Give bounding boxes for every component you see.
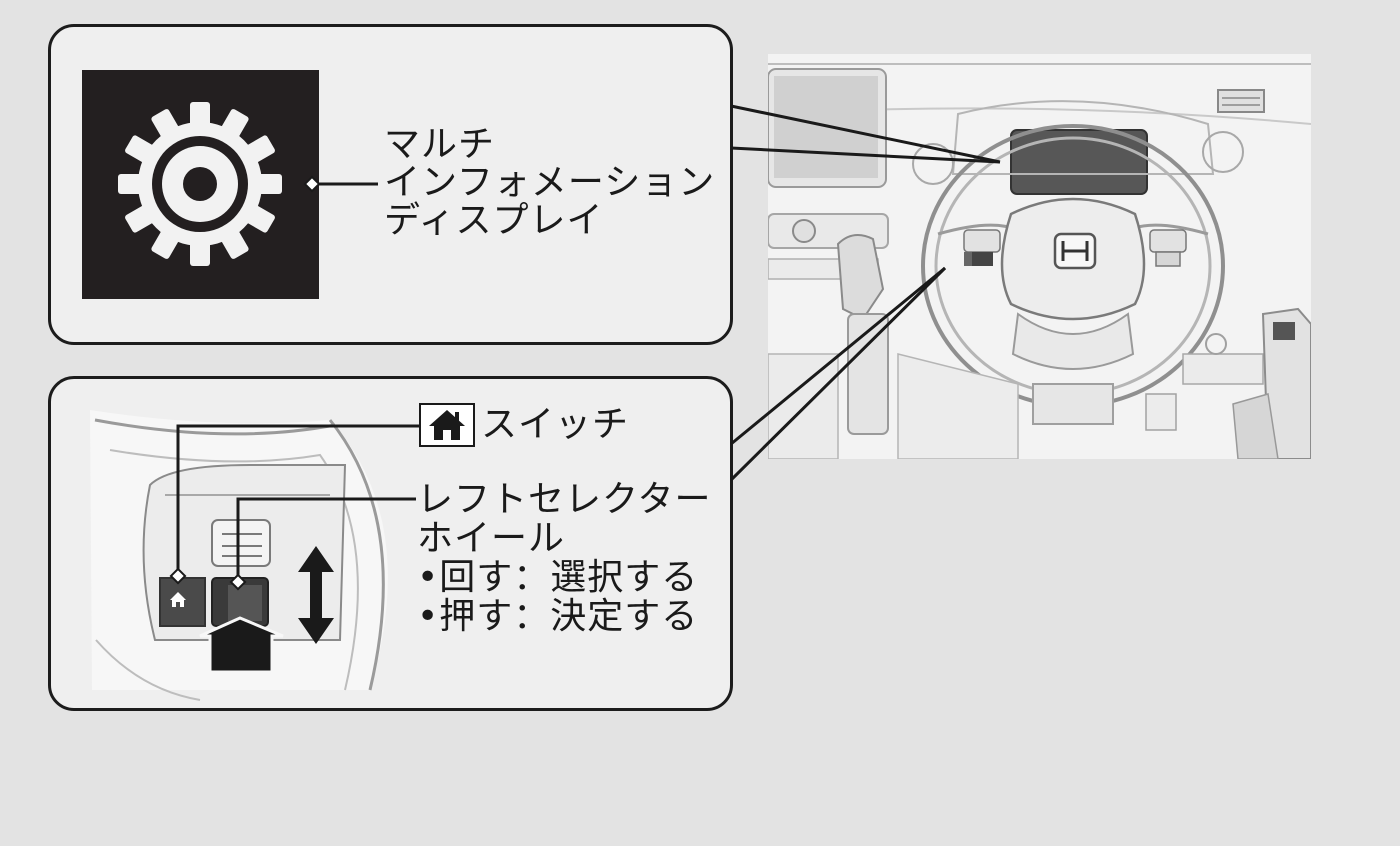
display-label-line-2: インフォメーション <box>384 162 716 203</box>
rotate-double-arrow-icon <box>298 546 334 644</box>
settings-icon-box <box>82 70 319 299</box>
dashboard-drawing <box>767 54 1312 460</box>
gear-icon <box>118 102 282 266</box>
display-label-line-3: ディスプレイ <box>384 200 604 241</box>
wheel-label-line-2: ホイール <box>417 518 566 559</box>
wheel-label-line-4: •押す：決定する <box>417 596 699 637</box>
home-small-icon <box>170 592 186 607</box>
display-label-line-1: マルチ <box>384 124 496 165</box>
home-switch-label: スイッチ <box>481 404 630 445</box>
wheel-label-line-3: •回す：選択する <box>417 557 699 598</box>
dashboard-illustration <box>767 54 1312 460</box>
home-switch-label-row: スイッチ <box>419 403 629 447</box>
multi-information-display-label: マルチ インフォメーション ディスプレイ <box>384 126 715 240</box>
wheel-label-line-1: レフトセレクター <box>417 479 712 520</box>
push-arrow-icon <box>199 616 284 674</box>
left-selector-wheel-label: レフトセレクター ホイール •回す：選択する •押す：決定する <box>417 480 712 636</box>
home-icon-box <box>419 403 475 447</box>
home-icon <box>429 410 465 440</box>
